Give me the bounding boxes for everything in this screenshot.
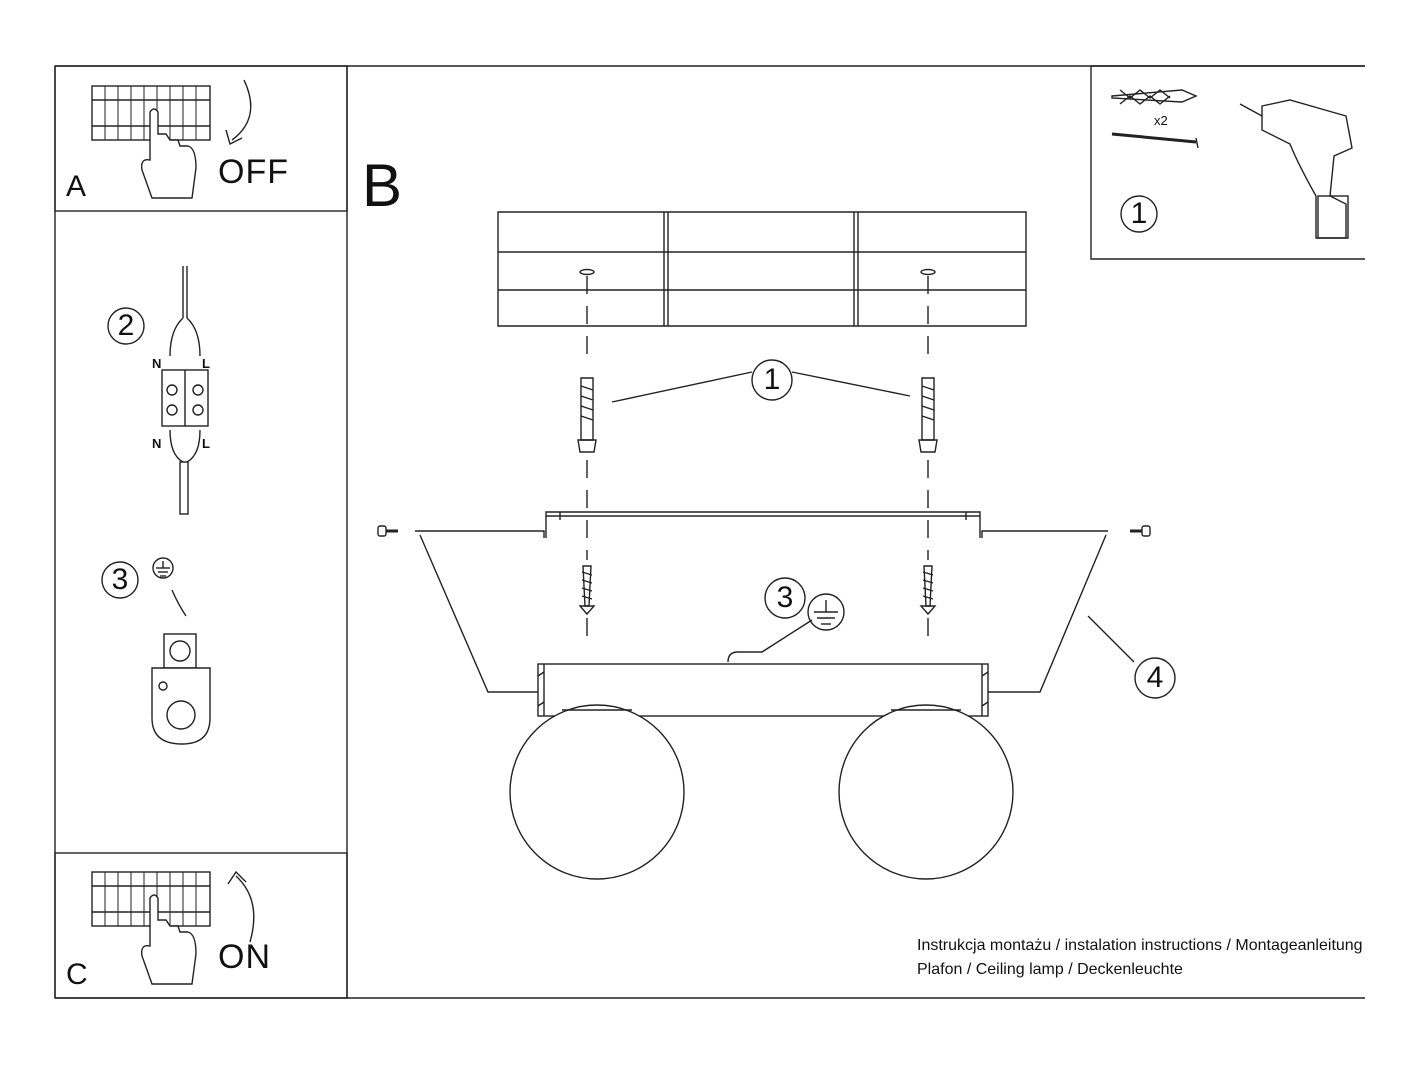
lamp-frame [415, 530, 1108, 693]
screw-icon [1111, 132, 1199, 149]
terminal-block-icon [161, 266, 209, 515]
step-3-number: 3 [111, 563, 129, 596]
neutral-label-top: N [152, 356, 162, 371]
off-label: OFF [218, 153, 289, 191]
step-tools-number: 1 [1130, 197, 1148, 230]
breaker-panel-icon [91, 871, 211, 927]
wall-plug-icon [1111, 89, 1198, 105]
arrow-down-icon [231, 79, 252, 141]
ground-wire [727, 619, 813, 663]
drill-icon [1239, 99, 1353, 239]
plug-leader-right [791, 371, 911, 397]
ground-clamp-icon [151, 589, 211, 745]
ground-symbol-icon [152, 557, 174, 579]
hand-icon [140, 894, 197, 985]
step-2-circle [107, 307, 145, 345]
ground-symbol-icon [807, 593, 845, 631]
assembly-guide-lines [586, 276, 929, 645]
panel-a-label: A [66, 170, 87, 203]
step-plug-circle [751, 359, 793, 401]
step-tools-circle [1120, 195, 1158, 233]
step-frame-circle [1134, 657, 1176, 699]
globe-right [838, 704, 1014, 880]
panel-c-label: C [66, 958, 88, 991]
step-wire-ground-circle [764, 577, 806, 619]
arrow-up-icon [235, 875, 255, 943]
panel-b-label: B [362, 152, 403, 219]
step-wire-ground-number: 3 [776, 581, 794, 614]
wall-plug-right [918, 377, 938, 453]
live-label-top: L [202, 356, 210, 371]
side-screw-left [377, 525, 398, 537]
sheet-frame [54, 65, 1365, 999]
globe-left [509, 704, 685, 880]
mount-screw-left [578, 565, 596, 616]
hand-icon [140, 108, 197, 199]
panel-c-box [54, 852, 348, 999]
step-frame-number: 4 [1146, 661, 1164, 694]
step-2-number: 2 [117, 309, 135, 342]
ceiling-panel [497, 211, 1027, 327]
live-label-bottom: L [202, 436, 210, 451]
step-3-circle [101, 561, 139, 599]
on-label: ON [218, 938, 271, 976]
tools-box [1090, 65, 1365, 260]
neutral-label-bottom: N [152, 436, 162, 451]
wall-plug-left [577, 377, 597, 453]
mount-screw-right [919, 565, 937, 616]
mounting-bracket [545, 511, 981, 538]
quantity-label: x2 [1154, 113, 1168, 128]
panel-a-box [54, 65, 348, 212]
side-screw-right [1130, 525, 1151, 537]
breaker-panel-icon [91, 85, 211, 141]
step-plug-number: 1 [763, 363, 781, 396]
footer-line-1: Instrukcja montażu / instalation instruc… [917, 938, 1363, 954]
footer-line-2: Plafon / Ceiling lamp / Deckenleuchte [917, 961, 1183, 978]
plug-leader-left [611, 371, 753, 403]
frame-leader [1087, 615, 1135, 663]
